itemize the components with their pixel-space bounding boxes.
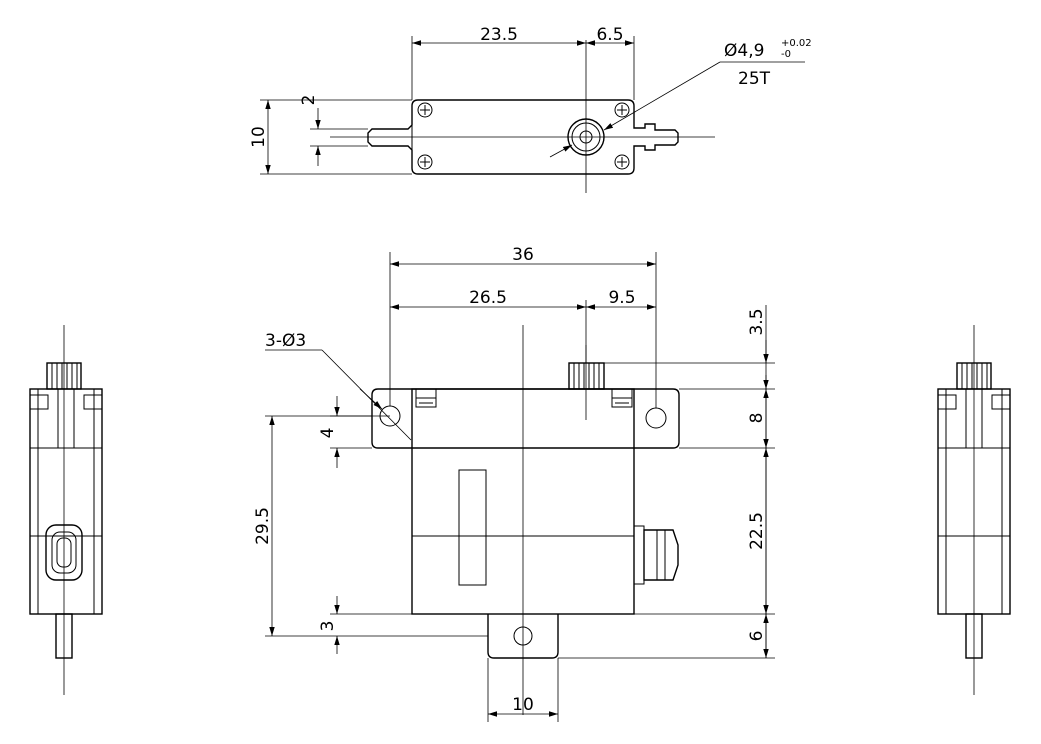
top-view: 23.5 6.5 10 2 Ø4,9 +0.02 -0 25T	[249, 25, 812, 193]
label-window	[458, 469, 487, 586]
dim-label-8: 8	[747, 413, 767, 424]
dim-label-9-5: 9.5	[608, 288, 635, 308]
screw-icon	[614, 102, 630, 118]
screw-icon	[415, 388, 437, 408]
dim-label-6-5: 6.5	[596, 25, 623, 45]
dim-label-26-5: 26.5	[469, 288, 507, 308]
dim-label-3: 3	[318, 621, 338, 632]
mounting-flange	[371, 388, 680, 449]
dim-label-10-top: 10	[249, 126, 269, 148]
spline-tolerance-upper: +0.02	[781, 38, 812, 49]
dim-label-4: 4	[318, 428, 338, 439]
dim-label-3-5: 3.5	[747, 308, 767, 335]
front-view: 36 26.5 9.5 3-Ø3 4 29.5 3 10	[253, 245, 775, 722]
output-gear-icon	[568, 362, 605, 390]
mounting-hole-icon	[645, 407, 667, 429]
left-side-view	[29, 325, 103, 695]
spline-diameter-label: Ø4,9	[724, 41, 764, 61]
spline-tolerance-lower: -0	[781, 49, 791, 60]
right-side-view	[937, 325, 1011, 695]
dim-label-23-5: 23.5	[480, 25, 518, 45]
dim-label-36: 36	[512, 245, 534, 265]
dim-label-22-5: 22.5	[747, 512, 767, 550]
screw-icon	[614, 154, 630, 170]
dim-label-2: 2	[299, 95, 319, 106]
screw-icon	[417, 102, 433, 118]
screw-icon	[417, 154, 433, 170]
holes-callout: 3-Ø3	[265, 331, 306, 351]
spline-teeth-label: 25T	[738, 69, 771, 89]
cable-exit-icon	[633, 525, 679, 585]
dim-label-29-5: 29.5	[253, 507, 273, 545]
screw-icon	[611, 388, 633, 408]
dim-label-6: 6	[747, 631, 767, 642]
dim-label-10-bottom: 10	[512, 695, 534, 715]
